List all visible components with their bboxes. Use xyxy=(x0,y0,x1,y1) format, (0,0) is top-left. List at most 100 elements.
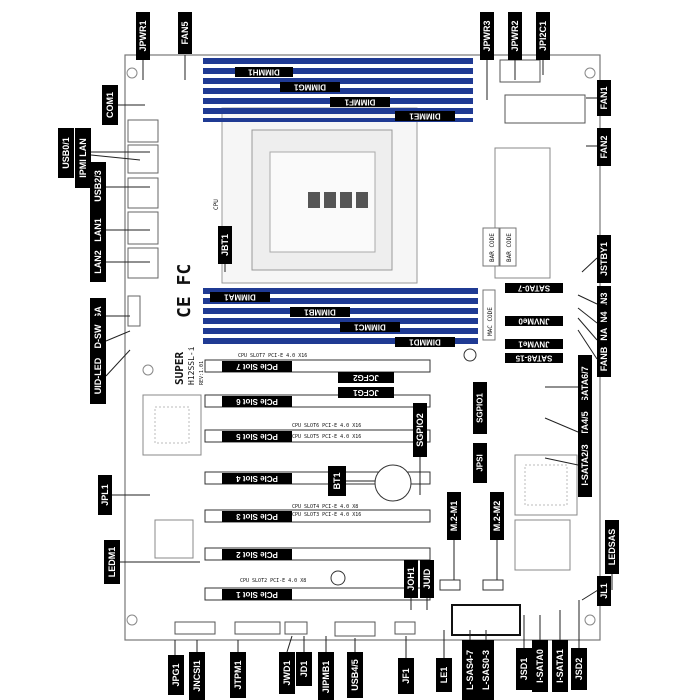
label-text: JCFG2 xyxy=(353,373,379,382)
cpu-contact-pads xyxy=(308,192,368,208)
label-box xyxy=(347,652,363,698)
label-box xyxy=(473,443,487,483)
label-jcfg2: JCFG2 xyxy=(338,372,394,383)
lan-chip xyxy=(154,519,194,559)
label-d1: DIMMD1 xyxy=(395,337,455,347)
label-text: BT1 xyxy=(332,472,342,489)
label-box xyxy=(597,576,611,606)
label-box xyxy=(230,652,246,698)
label-sata815: SATA8-15 xyxy=(505,353,563,363)
label-box xyxy=(218,226,232,264)
label-text: DIMMH1 xyxy=(248,68,280,77)
label-box xyxy=(578,433,592,497)
slot6-silk: CPU SLOT6 PCI-E 4.0 X16 xyxy=(292,423,361,429)
label-text: FANB xyxy=(599,346,609,371)
mac-code-box xyxy=(482,289,496,341)
label-box xyxy=(505,353,563,363)
label-fan5: FAN5 xyxy=(178,12,192,54)
label-usb45: USB4/5 xyxy=(347,652,363,698)
label-box xyxy=(505,316,563,326)
label-box xyxy=(340,322,400,332)
label-text: JPWR2 xyxy=(510,20,520,51)
vrm-area xyxy=(494,147,551,279)
label-text: JF1 xyxy=(401,668,411,684)
label-box xyxy=(279,652,295,694)
mount-hole xyxy=(126,614,138,626)
label-text: JPG1 xyxy=(171,663,181,686)
jwd-header xyxy=(284,621,308,635)
label-jpwr2: JPWR2 xyxy=(508,12,522,60)
label-text: PCIe Slot 1 xyxy=(236,590,278,599)
label-box xyxy=(413,403,427,457)
label-text: COM1 xyxy=(105,92,115,118)
label-jpsi: JPSI xyxy=(473,443,487,483)
callout-leader-line xyxy=(577,329,598,360)
bar-code-box xyxy=(499,227,517,267)
mount-hole xyxy=(126,67,138,79)
label-s6: PCIe Slot 6 xyxy=(222,396,292,407)
label-text: JSD2 xyxy=(574,658,584,681)
label-box xyxy=(480,12,494,60)
label-box xyxy=(328,466,346,496)
label-usb23: USB2/3 xyxy=(90,162,106,210)
m2-m1-connector xyxy=(439,579,461,591)
label-isata1: I-SATA1 xyxy=(552,640,568,692)
callout-leader-line xyxy=(286,635,293,653)
vga-port xyxy=(127,295,141,327)
label-box xyxy=(90,348,106,404)
label-box xyxy=(597,341,611,377)
chip-right-lower xyxy=(514,519,571,571)
label-text: L-SAS0-3 xyxy=(481,650,491,690)
callout-leader-line xyxy=(577,317,598,341)
label-text: DIMMF1 xyxy=(344,98,375,107)
label-text: JIPMB1 xyxy=(321,661,331,694)
label-text: JPSI xyxy=(476,454,485,471)
label-box xyxy=(280,82,340,92)
label-jwd1: JWD1 xyxy=(279,652,295,694)
label-jbt1: JBT1 xyxy=(218,226,232,264)
label-le1: LE1 xyxy=(436,658,452,692)
label-text: DIMME1 xyxy=(409,112,441,121)
bmc-chip xyxy=(142,394,202,456)
label-text: PCIe Slot 7 xyxy=(236,362,278,371)
label-text: M.2-M1 xyxy=(449,501,459,532)
label-jpg1: JPG1 xyxy=(168,655,184,695)
label-text: JWD1 xyxy=(282,660,292,685)
label-text: JPL1 xyxy=(100,484,110,506)
slot2-silk: CPU SLOT2 PCI-E 4.0 X8 xyxy=(240,578,306,584)
sas-controller xyxy=(514,454,578,516)
label-text: PCIe Slot 3 xyxy=(236,512,278,521)
label-jl1: JL1 xyxy=(597,576,611,606)
label-text: JL1 xyxy=(599,583,609,599)
cpu-socket-inner xyxy=(269,151,376,253)
label-lsas03: L-SAS0-3 xyxy=(478,640,494,700)
label-box xyxy=(395,337,455,347)
label-box xyxy=(395,111,455,121)
callout-leader-line xyxy=(581,257,598,273)
label-box xyxy=(398,658,414,694)
label-box xyxy=(473,382,487,434)
atx-power-connector xyxy=(504,94,586,124)
label-box xyxy=(597,128,611,166)
mount-hole xyxy=(463,348,477,362)
label-text: DIMMC1 xyxy=(354,323,386,332)
label-jpi2c1: JPI2C1 xyxy=(536,12,550,60)
label-s7: PCIe Slot 7 xyxy=(222,361,292,372)
label-text: USB4/5 xyxy=(350,659,360,691)
label-box xyxy=(104,540,120,584)
label-text: LAN1 xyxy=(93,218,103,242)
label-box xyxy=(235,67,293,77)
label-box xyxy=(178,12,192,54)
label-box xyxy=(420,560,434,598)
callout-leader-line xyxy=(544,417,579,433)
label-text: I-SATA0 xyxy=(535,649,545,683)
usb45-header xyxy=(334,621,376,637)
label-b1: DIMMB1 xyxy=(290,307,350,317)
label-box xyxy=(597,235,611,283)
label-box xyxy=(318,652,334,700)
label-text: JUID xyxy=(422,568,432,589)
label-box xyxy=(532,640,548,692)
label-text: DIMMG1 xyxy=(293,83,326,92)
label-jipmb1: JIPMB1 xyxy=(318,652,334,700)
label-s4: PCIe Slot 4 xyxy=(222,473,292,484)
